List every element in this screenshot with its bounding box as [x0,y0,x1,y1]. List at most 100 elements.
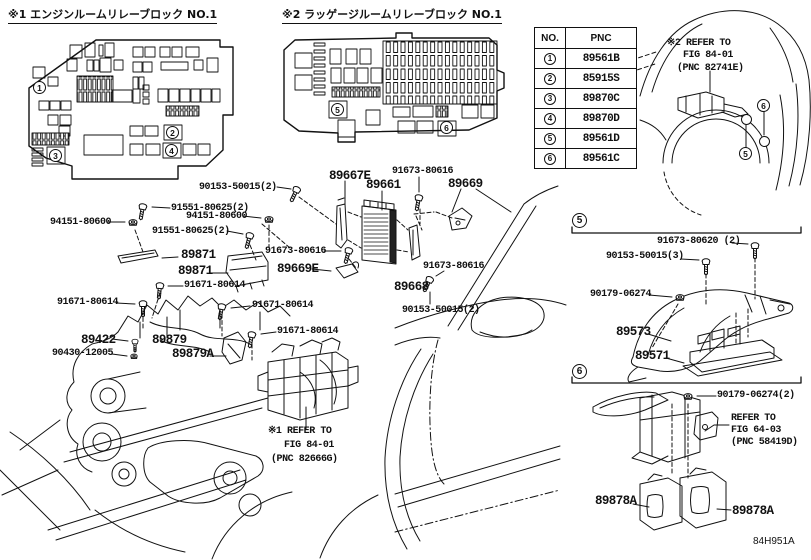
ref-note-rear-1: ※2 REFER TO [667,38,731,49]
pnc-value: 89870D [565,108,637,129]
callout-circle: 2 [166,126,179,139]
part-number-label: 91551-80625(2) [171,203,249,214]
callout-circle: 3 [49,149,62,162]
construction-dashes [134,196,453,361]
leader-lines [107,176,749,511]
drawing-number: 84H951A [753,536,795,547]
row-number-badge: 3 [544,92,556,105]
bolt-icon [215,302,227,321]
engine-illustration [0,295,379,560]
part-number-label: 91673-80616 [423,261,485,272]
part-number-label: 89871 [181,248,216,262]
nut-icon [675,294,685,301]
part-number-label: 89571 [635,349,670,363]
part-number-label: 89667E [329,169,371,183]
row-number-badge: 6 [544,152,556,165]
ref-note-sec6-3: (PNC 58419D) [731,437,798,448]
part-number-label: 89878A [595,494,637,508]
fusebox1-title: ※1 エンジンルームリレーブロック NO.1 [8,6,218,24]
ecu-brackets-illustration [117,197,473,293]
callout-circle: 5 [331,103,344,116]
row-number-badge: 4 [544,112,556,125]
ref-note-engine-1: ※1 REFER TO [268,426,332,437]
pnc-value: 89561C [565,148,637,169]
bolt-icon [245,330,257,349]
nut-icon [130,353,138,359]
bolt-icon [701,258,711,276]
part-number-label: 90153-50015(2) [199,182,277,193]
part-number-label: 89668 [394,280,429,294]
part-number-label: 91671-80614 [277,326,339,337]
part-number-label: 89422 [81,333,116,347]
nut-icon [683,393,693,400]
part-number-label: 89878A [732,504,774,518]
section5-illustration [571,226,802,383]
row-number-badge: 1 [544,52,556,65]
bolt-icon [242,231,255,251]
section5-badge: 5 [572,213,587,228]
rear-car-illustration [630,10,811,216]
pnc-table-col-no: NO. [534,27,566,49]
ref-note-engine-2: FIG 84-01 [284,440,334,451]
row-number-badge: 2 [544,72,556,85]
side-car-illustration [384,185,567,550]
pnc-value: 89561D [565,128,637,149]
table-row: 6 89561C [534,148,637,169]
ref-note-engine-3: (PNC 82666G) [271,454,338,465]
nut-icon [264,216,274,223]
section6-badge: 6 [572,364,587,379]
part-number-label: 89573 [616,325,651,339]
part-number-label: 91671-80614 [57,297,119,308]
pnc-table-col-pnc: PNC [565,27,637,49]
part-number-label: 94151-80600 [186,211,248,222]
callout-circle: 6 [757,99,770,112]
bolt-icon [412,193,424,212]
callout-circle: 4 [165,144,178,157]
fusebox2-illustration [283,32,505,143]
callout-circle: 5 [739,147,752,160]
part-number-label: 89871 [178,264,213,278]
part-number-label: 89669E [277,262,319,276]
ref-note-rear-2: FIG 84-01 [683,50,733,61]
table-row: 2 85915S [534,68,637,89]
part-number-label: 90179-06274 [590,289,652,300]
part-number-label: 90153-50015(2) [402,305,480,316]
section6-illustration [571,376,802,531]
part-number-label: 94151-80600 [50,217,112,228]
part-number-label: 89879 [152,333,187,347]
bolt-icon [287,184,302,204]
callout-circle-plain [741,114,752,125]
nut-icon [128,219,138,226]
bolt-icon [750,242,760,260]
part-number-label: 90153-50015(3) [606,251,684,262]
ref-note-sec6-1: REFER TO [731,413,776,424]
part-number-label: 91673-80616 [265,246,327,257]
pnc-value: 89870C [565,88,637,109]
part-number-label: 89669 [448,177,483,191]
table-row: 4 89870D [534,108,637,129]
ref-note-sec6-2: FIG 64-03 [731,425,781,436]
callout-circle: 1 [33,81,46,94]
pnc-value: 85915S [565,68,637,89]
part-number-label: 91671-80614 [184,280,246,291]
fusebox1-illustration [28,39,234,180]
callout-circle-plain [759,136,770,147]
callout-circle: 6 [440,121,453,134]
part-number-label: 91673-80616 [392,166,454,177]
table-row: 1 89561B [534,48,637,69]
part-number-label: 89879A [172,347,214,361]
part-number-label: 91551-80625(2) [152,226,230,237]
pnc-value: 89561B [565,48,637,69]
ref-note-rear-3: (PNC 82741E) [677,63,744,74]
bolt-icon [136,202,148,221]
fusebox2-title: ※2 ラッゲージルームリレーブロック NO.1 [282,6,502,24]
part-number-label: 91671-80614 [252,300,314,311]
part-number-label: 90179-06274(2) [717,390,795,401]
bolt-icon [154,281,165,300]
part-number-label: 90430-12005 [52,348,114,359]
table-row: 3 89870C [534,88,637,109]
